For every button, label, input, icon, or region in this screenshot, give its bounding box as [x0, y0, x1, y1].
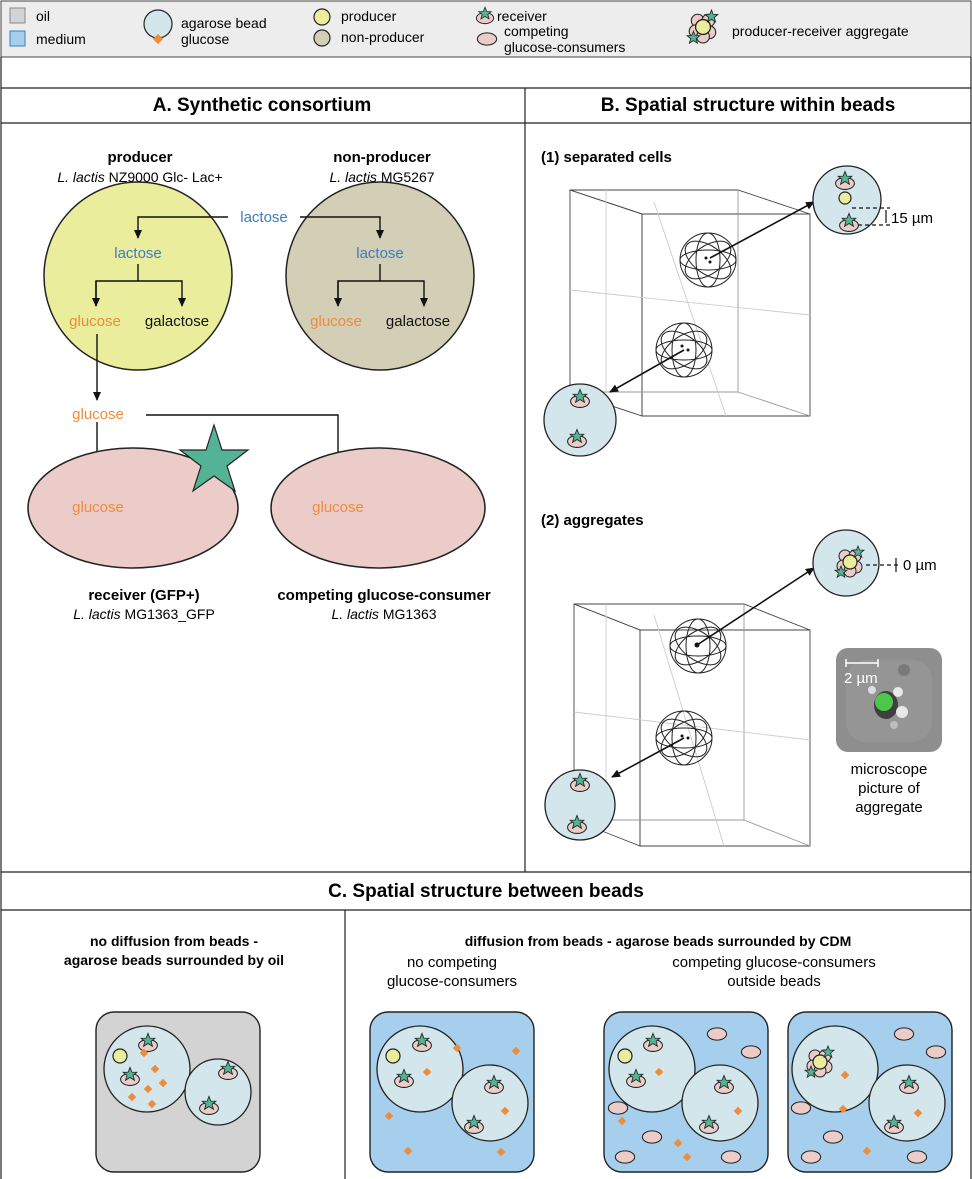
zoom-arrow-2b [611, 737, 685, 778]
microscope-image [836, 648, 942, 752]
receiver-strain: L. lactis MG1363_GFP [73, 606, 215, 622]
legend-nonproducer-label: non-producer [341, 29, 425, 45]
legend-medium-label: medium [36, 31, 86, 47]
microscope-caption-1: microscope [851, 761, 928, 778]
panel-b-sub1: (1) separated cells [541, 149, 672, 166]
bead-zoom-2b [544, 769, 616, 841]
competitor-strain: L. lactis MG1363 [331, 606, 436, 622]
distance-marker-2 [866, 558, 898, 572]
panel-c-title: C. Spatial structure between beads [328, 881, 644, 902]
legend-glucose-label: glucose [181, 31, 229, 47]
legend-competitor-label-2: glucose-consumers [504, 39, 625, 55]
receiver-cell [27, 447, 239, 569]
microscope-caption-3: aggregate [855, 799, 923, 816]
legend: oil medium agarose bead glucose producer… [0, 0, 972, 58]
comp-caption-2: outside beads [727, 973, 820, 990]
cell-dots-1 [680, 256, 712, 352]
medium-with-competitors-aggregate [787, 1011, 953, 1173]
legend-bead-label: agarose bead [181, 15, 267, 31]
lactose-uptake-arrows [134, 216, 384, 239]
nocomp-caption-2: glucose-consumers [387, 973, 517, 990]
competitor-glucose: glucose [312, 499, 364, 516]
distance-marker-1 [852, 207, 890, 226]
bead-zoom-2a [812, 529, 880, 597]
zoom-arrow-1a [709, 201, 815, 259]
panel-c: C. Spatial structure between beads no di… [64, 881, 953, 1173]
legend-nonproducer-icon [313, 29, 331, 47]
oil-caption-1: no diffusion from beads - [90, 933, 258, 949]
producer-lactose: lactose [114, 245, 162, 262]
zoom-arrow-1b [609, 349, 685, 393]
producer-strain: L. lactis NZ9000 Glc- Lac+ [57, 169, 222, 185]
cdm-caption: diffusion from beads - agarose beads sur… [465, 933, 852, 949]
producer-split-arrows [92, 264, 186, 307]
glucose-external: glucose [72, 406, 124, 423]
distance-label-1: 15 µm [891, 210, 933, 227]
receiver-glucose: glucose [72, 499, 124, 516]
legend-competitor-label-1: competing [504, 23, 569, 39]
comp-caption-1: competing glucose-consumers [672, 954, 875, 971]
medium-no-competitors [369, 1011, 535, 1173]
distance-label-2: 0 µm [903, 557, 937, 574]
panel-frame [0, 57, 972, 1179]
medium-with-competitors [603, 1011, 769, 1173]
legend-oil-label: oil [36, 8, 50, 24]
scale-bar-label: 2 µm [844, 670, 878, 687]
competitor-title: competing glucose-consumer [277, 587, 491, 604]
legend-competitor-icon [476, 32, 498, 46]
producer-glucose: glucose [69, 313, 121, 330]
microscope-caption-2: picture of [858, 780, 921, 797]
legend-bead-icon [143, 9, 173, 39]
legend-producer-icon [313, 8, 331, 26]
panel-b-sub2: (2) aggregates [541, 512, 644, 529]
competitor-cell [270, 447, 486, 569]
nonproducer-galactose: galactose [386, 313, 450, 330]
nocomp-caption-1: no competing [407, 954, 497, 971]
nonproducer-glucose: glucose [310, 313, 362, 330]
zoom-arrow-2a [696, 567, 815, 646]
bead-zoom-1b [543, 383, 617, 457]
nonproducer-lactose: lactose [356, 245, 404, 262]
nonproducer-strain: L. lactis MG5267 [329, 169, 434, 185]
legend-medium-swatch [9, 30, 26, 47]
bead-zoom-1a [812, 165, 882, 235]
panel-b-title: B. Spatial structure within beads [601, 95, 896, 116]
nonproducer-title: non-producer [333, 149, 431, 166]
legend-aggregate-label: producer-receiver aggregate [732, 23, 909, 39]
sphere-1a [678, 232, 738, 288]
panel-a: A. Synthetic consortium producer L. lact… [27, 95, 491, 622]
cube-1 [569, 189, 811, 417]
nonproducer-split-arrows [334, 264, 428, 307]
panel-a-title: A. Synthetic consortium [153, 95, 372, 116]
oil-caption-2: agarose beads surrounded by oil [64, 952, 284, 968]
legend-oil-swatch [9, 7, 26, 24]
receiver-title: receiver (GFP+) [88, 587, 199, 604]
legend-receiver-label: receiver [497, 8, 547, 24]
panel-b: B. Spatial structure within beads (1) se… [541, 95, 942, 847]
producer-galactose: galactose [145, 313, 209, 330]
oil-environment [95, 1011, 261, 1173]
producer-title: producer [107, 149, 172, 166]
lactose-external: lactose [240, 209, 288, 226]
gfp-star-icon [178, 423, 250, 493]
legend-producer-label: producer [341, 8, 397, 24]
